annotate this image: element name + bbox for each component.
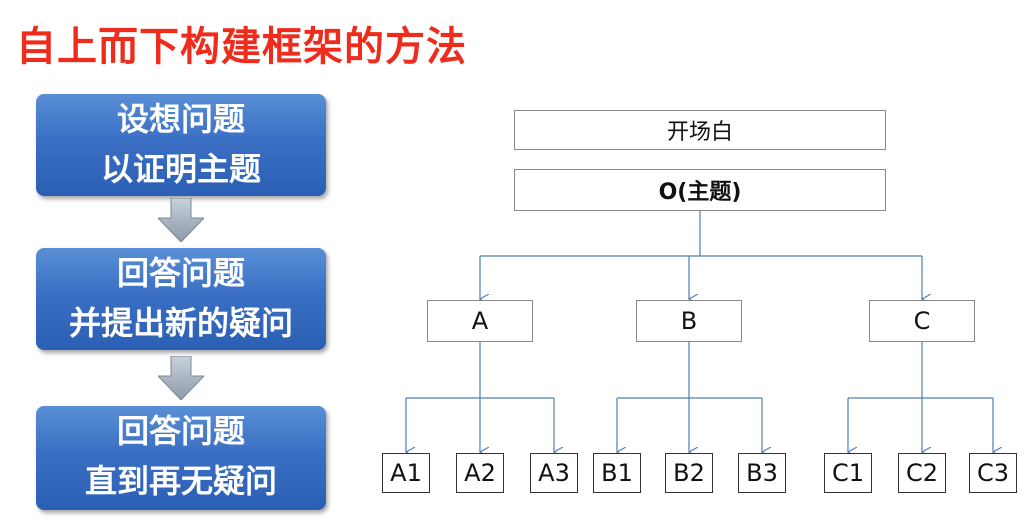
leaf-box-b1: B1 [593,453,641,493]
step-box-3: 回答问题 直到再无疑问 [36,406,326,510]
leaf-box-c1: C1 [824,453,872,493]
page-title: 自上而下构建框架的方法 [16,24,467,70]
leaf-box-a2: A2 [456,453,504,493]
step-box-2: 回答问题 并提出新的疑问 [36,248,326,350]
leaf-box-b3: B3 [738,453,786,493]
step-2-line-1: 回答问题 [116,254,245,292]
branch-box-c: C [869,300,975,342]
step-1-line-2: 以证明主题 [100,150,261,188]
leaf-box-a1: A1 [382,453,430,493]
step-3-line-1: 回答问题 [116,412,245,450]
step-3-line-2: 直到再无疑问 [84,462,277,500]
opening-box: 开场白 [514,110,886,150]
branch-box-a: A [427,300,533,342]
leaf-box-b2: B2 [665,453,713,493]
step-box-1: 设想问题 以证明主题 [36,94,326,196]
down-arrow-icon [158,198,204,242]
step-1-line-1: 设想问题 [116,100,245,138]
leaf-box-c2: C2 [898,453,946,493]
leaf-box-c3: C3 [969,453,1017,493]
leaf-box-a3: A3 [530,453,578,493]
step-2-line-2: 并提出新的疑问 [68,304,293,342]
topic-box: O(主题) [514,169,886,211]
down-arrow-icon [158,356,204,400]
branch-box-b: B [636,300,742,342]
